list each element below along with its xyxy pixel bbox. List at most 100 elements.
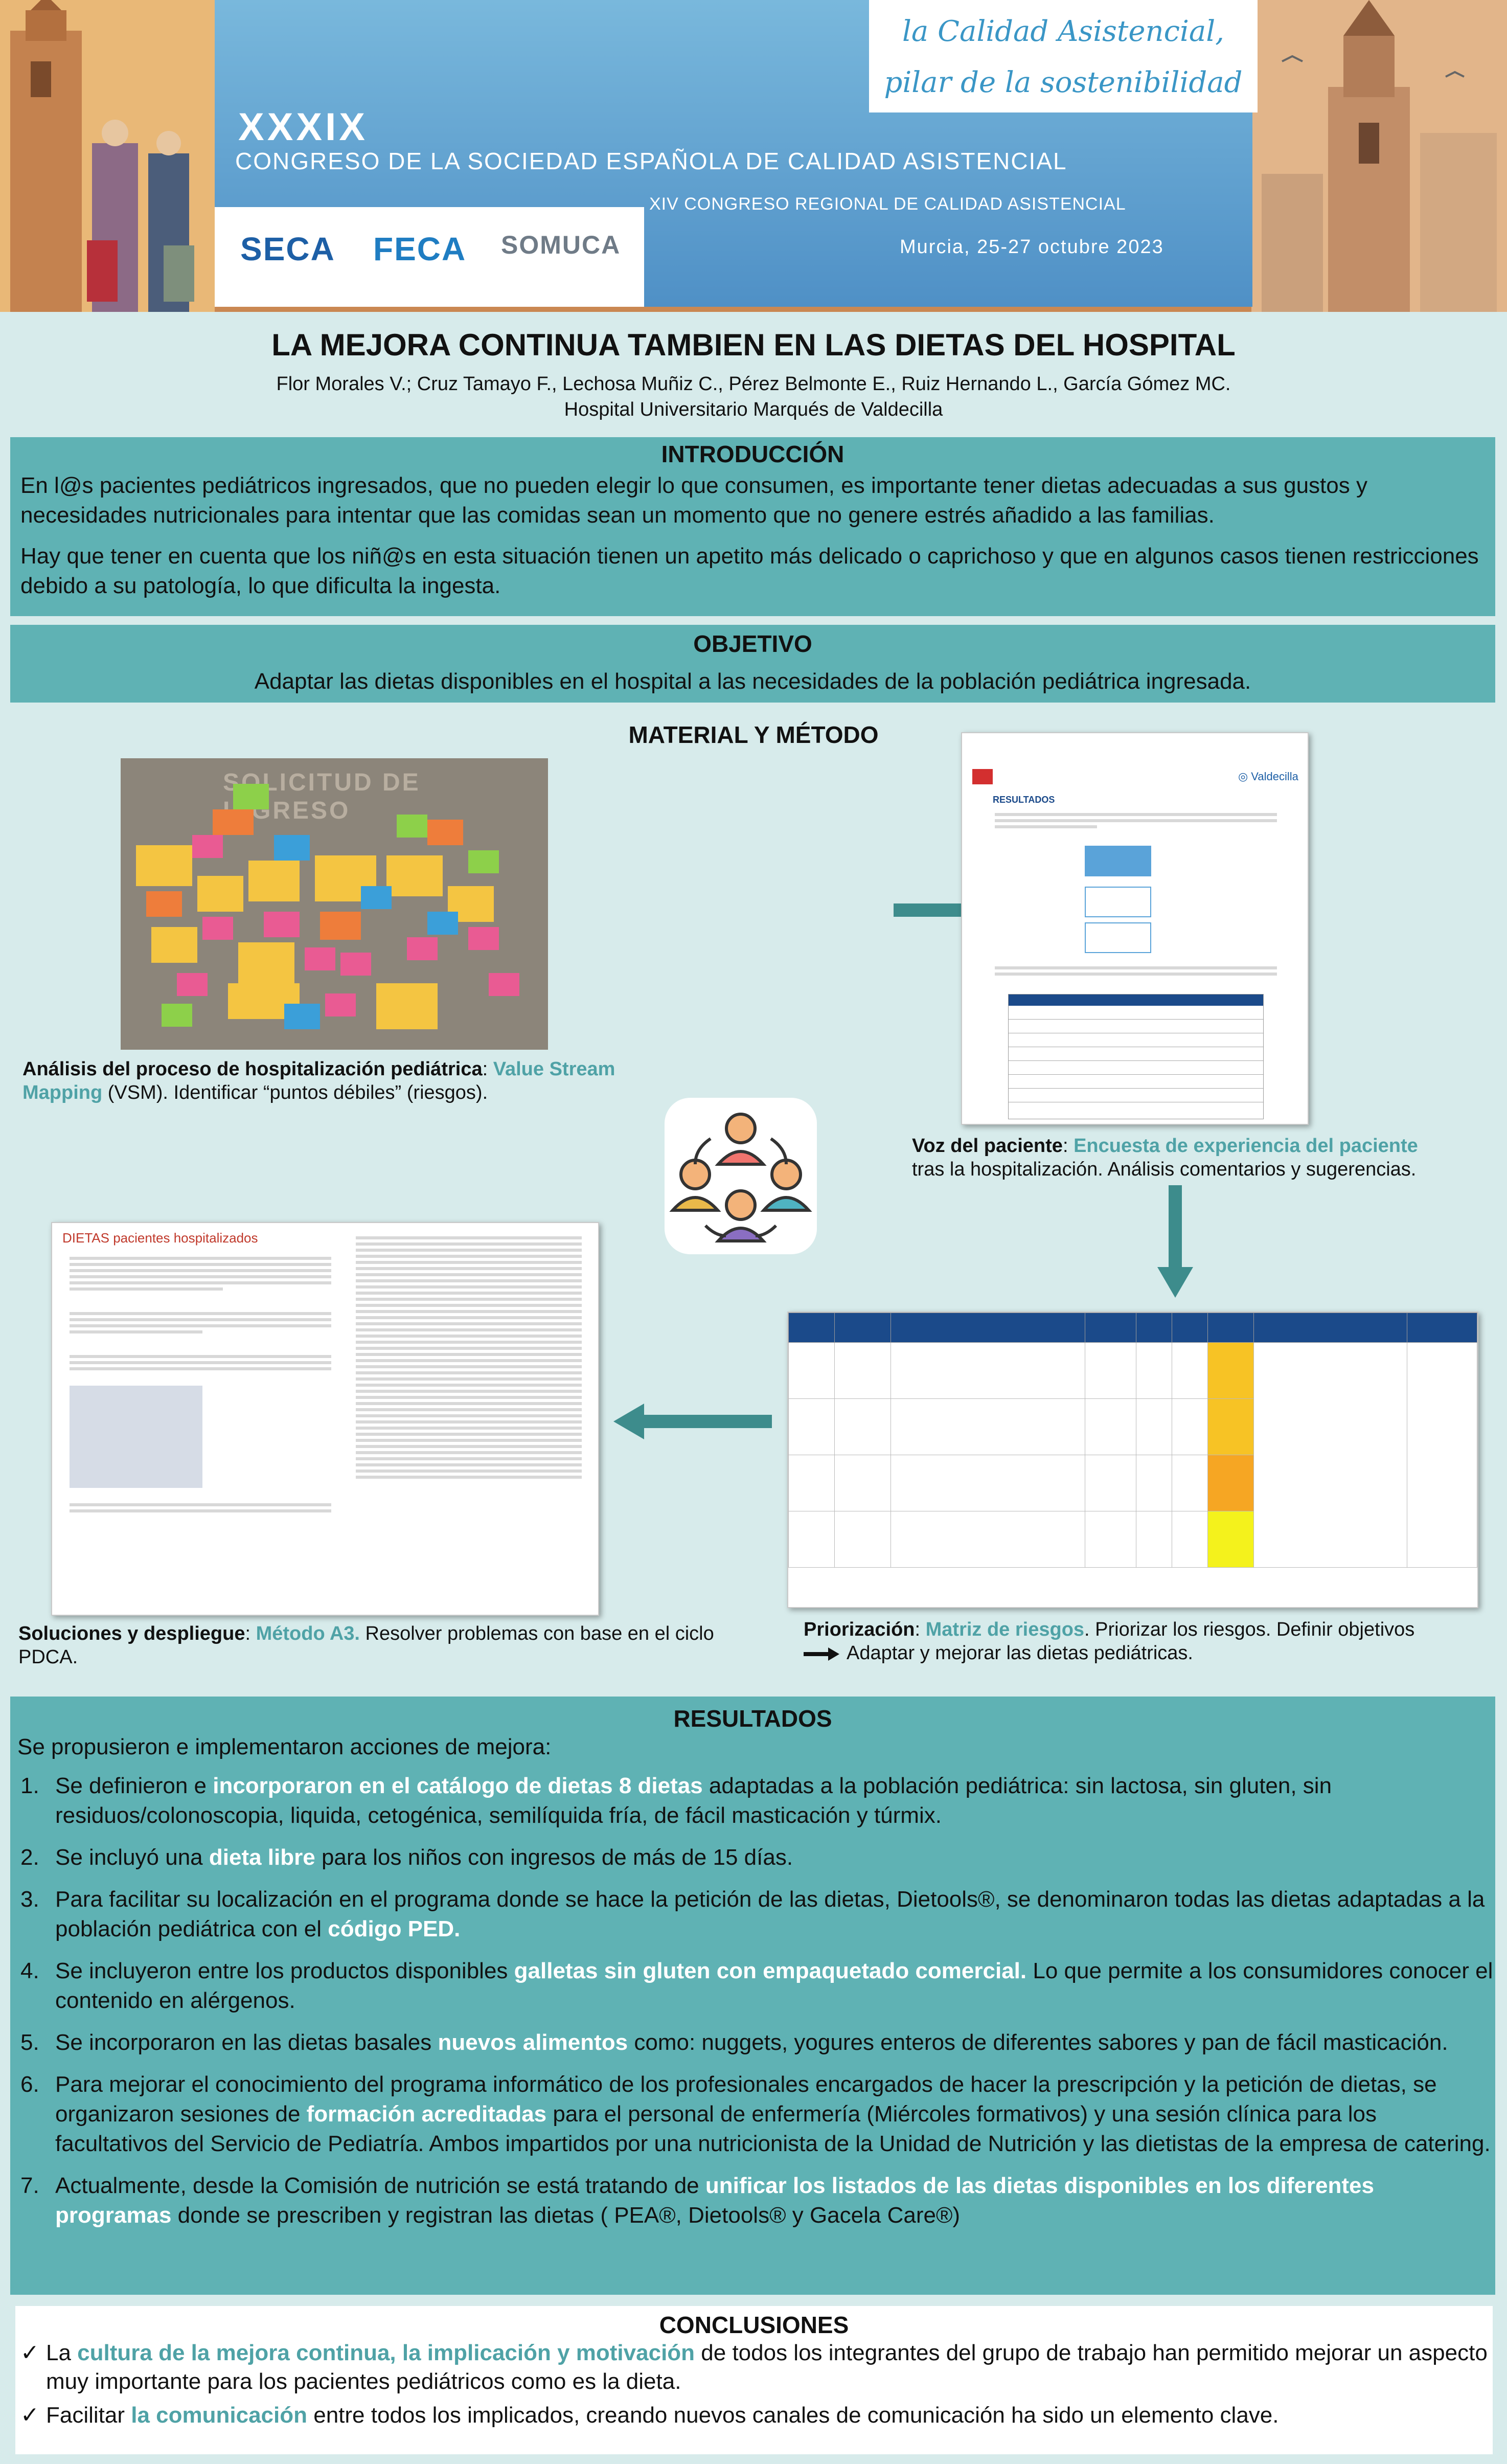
priorizacion-text: . Priorizar los riesgos. Definir objetiv… [1084,1619,1415,1640]
material-heading: MATERIAL Y MÉTODO [628,721,879,748]
conclusiones-section: CONCLUSIONES ✓ La cultura de la mejora co… [15,2306,1493,2454]
item-highlight: nuevos alimentos [438,2030,628,2055]
conclusion-item: ✓La cultura de la mejora continua, la im… [15,2339,1493,2396]
priorizacion-label: Priorización [804,1619,915,1640]
survey-text-lines [988,810,1284,831]
item-text: Se incorporaron en las dietas basales [55,2030,438,2055]
feca-logo: FECA [373,231,467,267]
item-highlight: código PED. [328,1916,461,1941]
objetivo-heading: OBJETIVO [693,630,812,657]
hospital-name: Hospital Universitario Marqués de Valdec… [564,399,943,420]
survey-table [1008,994,1264,1119]
vsm-caption-colon: : [482,1058,493,1080]
priorizacion-colon: : [915,1619,926,1640]
a3-caption: Soluciones y despliegue: Método A3. Reso… [18,1622,734,1669]
vsm-whiteboard-photo: SOLICITUD DE INGRESO [121,758,548,1050]
resultados-heading: RESULTADOS [673,1705,832,1732]
voz-caption-highlight: Encuesta de experiencia del paciente [1074,1135,1418,1157]
arrow-left-icon [613,1404,772,1439]
survey-box-3 [1085,922,1151,953]
a3-caption-highlight: Método A3. [256,1623,360,1644]
conclusiones-heading: CONCLUSIONES [659,2312,849,2338]
item-text: Actualmente, desde la Comisión de nutric… [55,2173,705,2198]
item-number: 3. [20,1887,39,1912]
arrow-down-icon [1157,1185,1193,1298]
conclusion-text: Facilitar [46,2403,131,2428]
introduccion-paragraph-1: En l@s pacientes pediátricos ingresados,… [20,473,1367,528]
item-number: 1. [20,1773,39,1798]
item-highlight: unificar los listados de las dietas disp… [55,2173,1374,2228]
conclusion-highlight: la comunicación [131,2403,308,2428]
a3-method-document: DIETAS pacientes hospitalizados [51,1222,599,1616]
vsm-caption: Análisis del proceso de hospitalización … [22,1057,687,1104]
edition-number: XXXIX [238,105,368,149]
authors: Flor Morales V.; Cruz Tamayo F., Lechosa… [276,373,1231,395]
vsm-caption-text: (VSM). Identificar “puntos débiles” (rie… [102,1082,488,1103]
poster-title: LA MEJORA CONTINUA TAMBIEN EN LAS DIETAS… [271,328,1236,362]
item-highlight: galletas sin gluten con empaquetado come… [514,1958,1027,1983]
city-date: Murcia, 25-27 octubre 2023 [900,236,1164,258]
item-text-end: para el personal de enfermería (Miércole… [55,2101,1491,2156]
introduccion-paragraph-2: Hay que tener en cuenta que los niñ@s en… [20,544,1479,598]
conclusion-text-end: de todos los integrantes del grupo de tr… [46,2340,1488,2394]
slogan-line-1: la Calidad Asistencial, [902,15,1224,48]
objetivo-section: OBJETIVO Adaptar las dietas disponibles … [10,625,1495,703]
somuca-logo: SOMUCA [501,231,621,259]
item-text: Se incluyeron entre los productos dispon… [55,1958,514,1983]
item-number: 2. [20,1845,39,1870]
item-highlight: formación acreditadas [306,2101,547,2127]
item-text: Para facilitar su localización en el pro… [55,1887,1485,1941]
voz-caption-colon: : [1062,1135,1074,1157]
item-highlight: dieta libre [209,1845,315,1870]
resultados-item: 5.Se incorporaron en las dietas basales … [10,2028,1495,2058]
sticky-notes [136,784,519,1029]
resultados-item: 7. Actualmente, desde la Comisión de nutr… [10,2171,1495,2230]
congress-banner: XXXIX CONGRESO DE LA SOCIEDAD ESPAÑOLA D… [215,0,1252,307]
survey-results-document: ◎ Valdecilla RESULTADOS [961,732,1309,1125]
item-text-end: donde se prescriben y registran las diet… [171,2203,961,2228]
checkmark-icon: ✓ [20,2403,39,2428]
item-highlight: incorporaron en el catálogo de dietas 8 … [213,1773,703,1798]
item-text-end: adaptadas a la población pediátrica: sin… [55,1773,1332,1828]
item-text-end: como: nuggets, yogures enteros de difere… [628,2030,1448,2055]
priorizacion-caption: Priorización: Matriz de riesgos. Prioriz… [804,1618,1499,1665]
item-number: 6. [20,2072,39,2097]
item-text-end: Lo que permite a los consumidores conoce… [55,1958,1493,2013]
small-arrow-icon [804,1647,839,1661]
hospital-logo-red [972,769,993,784]
a3-right-column [349,1233,589,1482]
resultados-item: 1.Se definieron e incorporaron en el cat… [10,1771,1495,1830]
cathedral-left-illustration [0,0,215,312]
conclusion-highlight: cultura de la mejora continua, la implic… [77,2340,695,2365]
conclusion-text-end: entre todos los implicados, creando nuev… [307,2403,1279,2428]
resultados-item: 3. Para facilitar su localización en el p… [10,1885,1495,1944]
resultados-item: 4.Se incluyeron entre los productos disp… [10,1956,1495,2016]
valdecilla-logo: ◎ Valdecilla [1238,770,1298,783]
survey-results-label: RESULTADOS [993,795,1055,805]
survey-box-1 [1085,846,1151,876]
a3-caption-text: Resolver problemas con base en el ciclo … [18,1623,714,1668]
resultados-section: RESULTADOS Se propusieron e implementaro… [10,1697,1495,2295]
congress-header: XXXIX CONGRESO DE LA SOCIEDAD ESPAÑOLA D… [0,0,1507,312]
vsm-caption-label: Análisis del proceso de hospitalización … [22,1058,483,1080]
resultados-intro: Se propusieron e implementaron acciones … [17,1734,552,1759]
risk-matrix-document [787,1312,1478,1608]
resultados-item: 2.Se incluyó una dieta libre para los ni… [10,1843,1495,1872]
conclusion-text: La [46,2340,78,2365]
congress-name: CONGRESO DE LA SOCIEDAD ESPAÑOLA DE CALI… [235,148,1067,174]
survey-box-2 [1085,887,1151,917]
voz-caption-label: Voz del paciente [912,1135,1063,1157]
priorizacion-objective: Adaptar y mejorar las dietas pediátricas… [847,1642,1193,1664]
slogan: la Calidad Asistencial, pilar de la sost… [869,0,1258,112]
item-text: Se incluyó una [55,1845,209,1870]
team-icon [665,1098,817,1254]
item-text: Para mejorar el conocimiento del program… [55,2072,1437,2127]
item-number: 7. [20,2173,39,2198]
photo-heading: SOLICITUD DE INGRESO [223,769,421,824]
voz-caption: Voz del paciente: Encuesta de experienci… [912,1134,1500,1181]
conclusiones-list: ✓ La cultura de la mejora continua, la im… [15,2339,1493,2430]
slogan-line-2: pilar de la sostenibilidad [884,66,1243,99]
a3-title: DIETAS pacientes hospitalizados [62,1230,258,1246]
a3-left-column [62,1254,338,1516]
regional-congress: XIV CONGRESO REGIONAL DE CALIDAD ASISTEN… [649,194,1126,214]
